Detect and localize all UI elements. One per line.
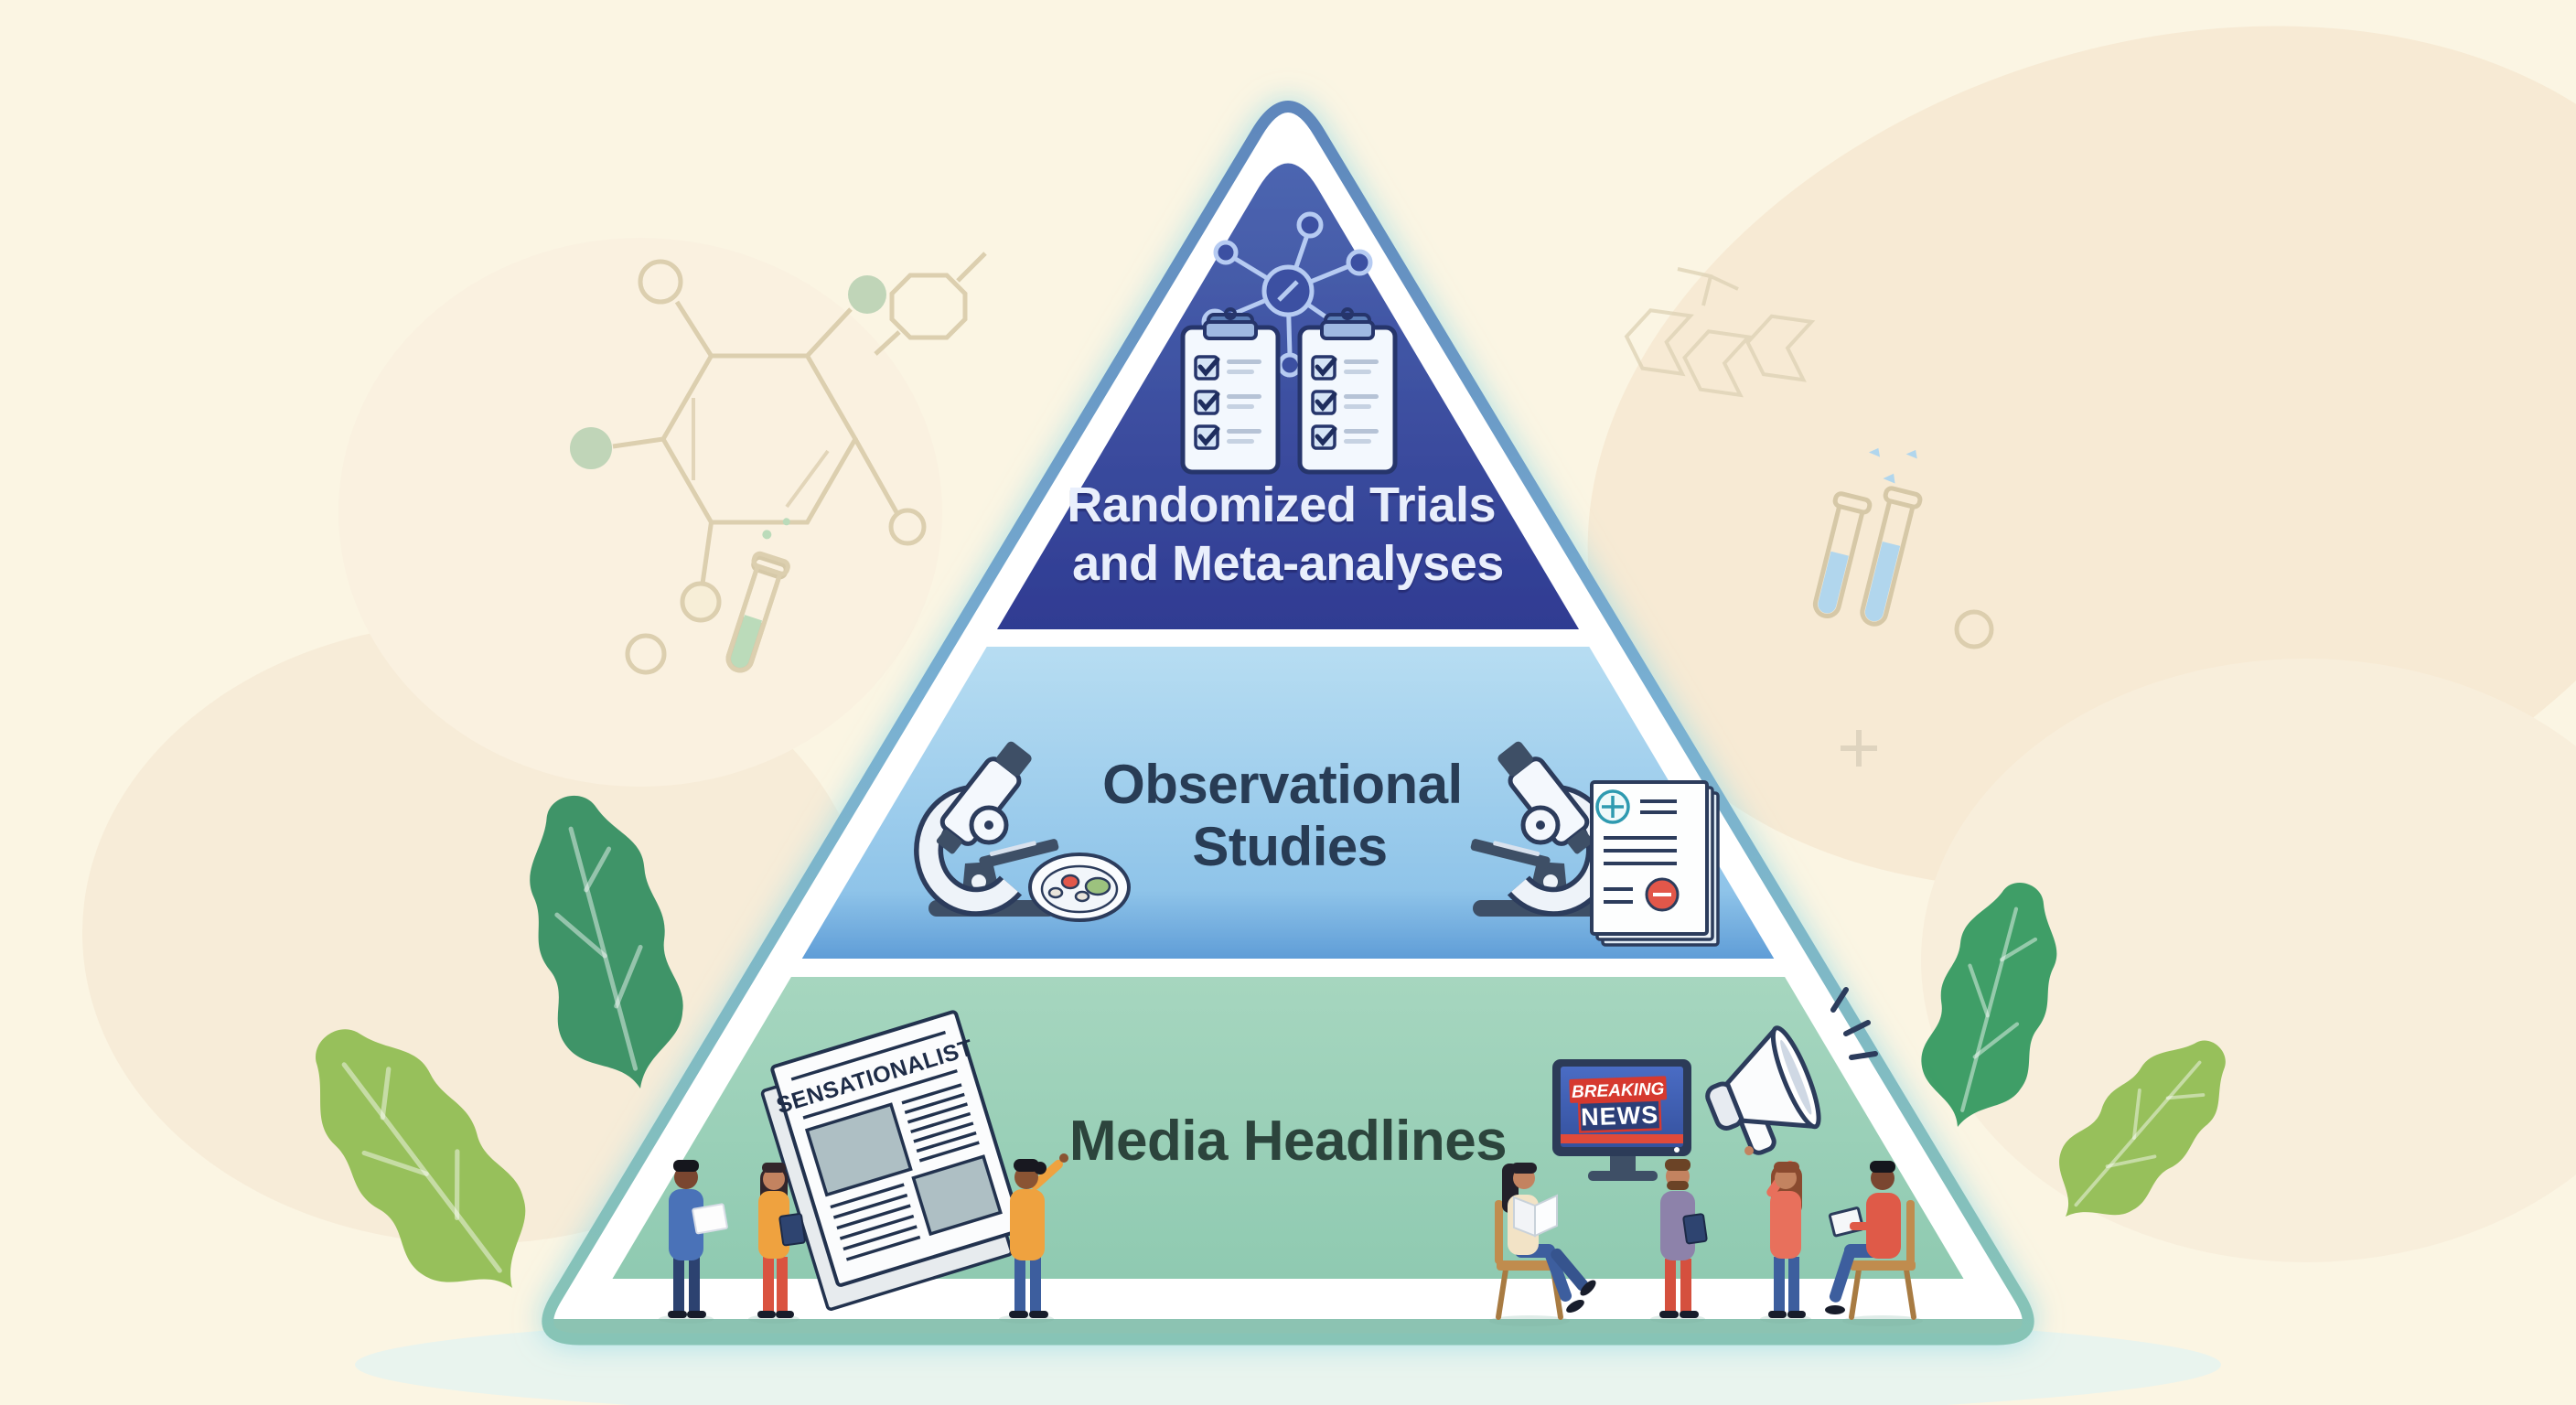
person-woman-tablet (748, 1163, 806, 1324)
person-woman-arm-raised (1744, 1146, 1811, 1324)
test-tube-green-icon (720, 518, 790, 675)
small-circle (1954, 609, 1994, 649)
tv-news-label: NEWS (1581, 1101, 1659, 1132)
test-tubes-blue-icon (1812, 447, 1923, 627)
person-woman-seated-newspaper (1489, 1163, 1596, 1326)
tier2-label: Observational Studies (1102, 754, 1477, 877)
person-man-reading (659, 1160, 728, 1324)
person-man-pointing (999, 1153, 1068, 1324)
tier-randomized-trials: Randomized Trials and Meta-analyses (1067, 211, 1508, 591)
ring-molecule-icon (874, 252, 987, 356)
plus-mark (1841, 730, 1877, 767)
background-science-decorations (570, 252, 1994, 767)
tier3-label: Media Headlines (1069, 1110, 1507, 1173)
checklist-clipboard-icon (1300, 309, 1395, 472)
benzene-molecule-icon (570, 259, 927, 623)
tier-observational-studies: Observational Studies (928, 737, 1720, 947)
background-blobs (82, 26, 2576, 1262)
person-man-bearded-tablet (1650, 1159, 1708, 1324)
tier-media-headlines: Media Headlines SENSATIONALIST BREAKI (659, 987, 1923, 1326)
tier1-label: Randomized Trials and Meta-analyses (1067, 477, 1508, 591)
tv-breaking-label: BREAKING (1572, 1079, 1665, 1102)
megaphone-icon (1705, 987, 1878, 1155)
results-document-icon (1590, 780, 1720, 947)
people-crowd (659, 1146, 1923, 1326)
pyramid-outline (542, 101, 2034, 1346)
person-man-seated-laptop (1825, 1161, 1923, 1326)
small-circle (625, 633, 667, 675)
newspaper-icon: SENSATIONALIST (760, 1010, 1024, 1311)
fused-hexagon-molecule-icon (1624, 267, 1816, 398)
checklist-clipboard-icon (1183, 309, 1278, 472)
petri-dish-icon (1028, 853, 1131, 922)
breaking-news-tv-icon: BREAKING NEWS (1552, 1059, 1691, 1181)
